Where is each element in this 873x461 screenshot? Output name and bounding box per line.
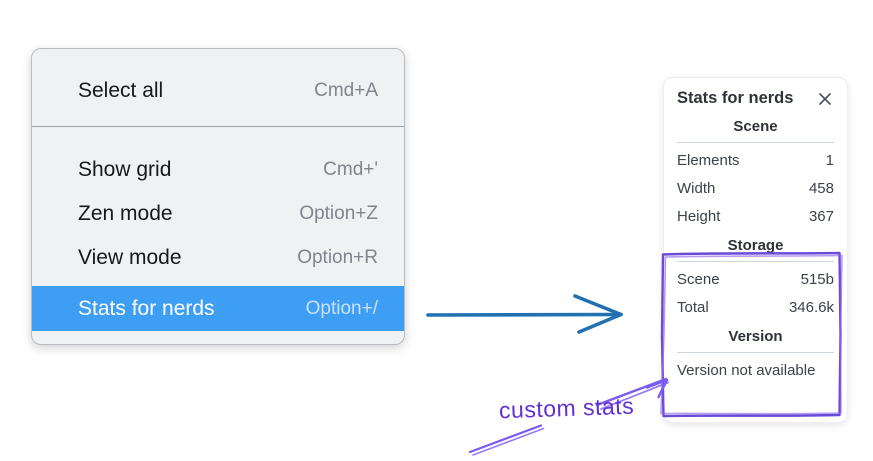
section-header-scene: Scene bbox=[733, 118, 778, 135]
menu-divider bbox=[32, 126, 404, 127]
menu-item-shortcut: Option+R bbox=[297, 247, 378, 268]
stat-row-total-storage: Total 346.6k bbox=[677, 299, 834, 316]
stat-value: 367 bbox=[808, 208, 834, 225]
stat-label: Scene bbox=[677, 271, 720, 288]
annotation-label: custom stats bbox=[498, 392, 635, 424]
menu-item-label: Stats for nerds bbox=[78, 296, 215, 320]
section-divider bbox=[677, 261, 834, 262]
stat-value: 458 bbox=[808, 180, 834, 197]
stat-value: 346.6k bbox=[788, 299, 834, 316]
stats-panel-header: Stats for nerds bbox=[677, 89, 834, 108]
menu-item-label: Select all bbox=[78, 79, 164, 102]
section-header-storage: Storage bbox=[727, 237, 784, 254]
menu-item-select-all[interactable]: Select all Cmd+A bbox=[32, 69, 404, 113]
menu-item-shortcut: Cmd+A bbox=[314, 80, 378, 101]
stat-row-elements: Elements 1 bbox=[677, 152, 834, 169]
flow-arrow-icon bbox=[426, 294, 623, 334]
section-divider bbox=[677, 142, 834, 143]
section-version: Version Version not available bbox=[677, 328, 834, 379]
menu-item-shortcut: Option+Z bbox=[299, 203, 378, 224]
section-divider bbox=[677, 352, 834, 353]
menu-item-label: View mode bbox=[78, 246, 182, 269]
menu-item-shortcut: Cmd+' bbox=[323, 159, 378, 180]
menu-group: Show grid Cmd+' Zen mode Option+Z View m… bbox=[32, 127, 404, 331]
close-icon[interactable] bbox=[816, 90, 834, 108]
menu-item-show-grid[interactable]: Show grid Cmd+' bbox=[32, 148, 404, 192]
stat-label: Total bbox=[677, 299, 709, 316]
menu-item-zen-mode[interactable]: Zen mode Option+Z bbox=[32, 192, 404, 236]
stat-value: 515b bbox=[800, 271, 834, 288]
stat-row-scene-storage: Scene 515b bbox=[677, 271, 834, 288]
stats-panel-title: Stats for nerds bbox=[677, 89, 794, 107]
version-note: Version not available bbox=[677, 362, 816, 379]
stat-row-height: Height 367 bbox=[677, 208, 834, 225]
stat-label: Width bbox=[677, 180, 716, 197]
context-menu: Select all Cmd+A Show grid Cmd+' Zen mod… bbox=[31, 48, 405, 345]
stat-row-width: Width 458 bbox=[677, 180, 834, 197]
stats-panel: Stats for nerds Scene Elements 1 Width 4… bbox=[663, 77, 848, 423]
menu-item-stats-for-nerds[interactable]: Stats for nerds Option+/ bbox=[32, 286, 404, 331]
stat-label: Height bbox=[677, 208, 721, 225]
menu-item-label: Zen mode bbox=[78, 202, 173, 225]
section-header-version: Version bbox=[728, 328, 783, 345]
menu-item-shortcut: Option+/ bbox=[305, 297, 378, 319]
section-scene: Scene Elements 1 Width 458 Height 367 bbox=[677, 118, 834, 225]
section-storage: Storage Scene 515b Total 346.6k bbox=[677, 237, 834, 316]
stat-label: Elements bbox=[677, 152, 740, 169]
menu-item-label: Show grid bbox=[78, 158, 172, 181]
menu-item-view-mode[interactable]: View mode Option+R bbox=[32, 236, 404, 280]
stat-value: 1 bbox=[825, 152, 834, 169]
